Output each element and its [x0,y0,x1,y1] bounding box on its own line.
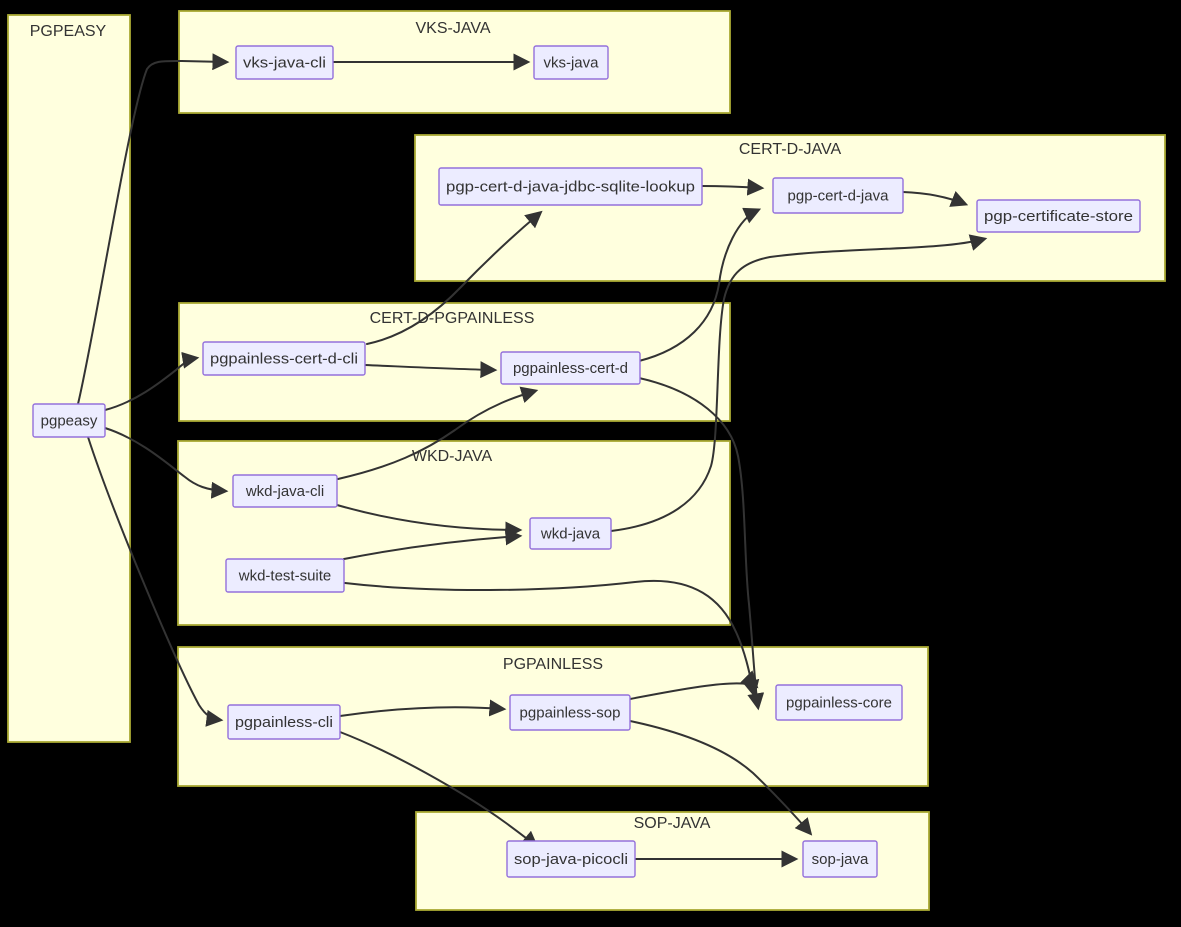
edge-pgpainless-cli--sop-java-picocli [339,731,539,849]
node-box-wkd-java [529,517,612,550]
node-label-vks-java: vks-java [543,55,599,72]
edge-pgp-cert-d-java-jdbc-sqlite-lookup--pgp-cert-d-java [701,178,765,196]
edge-pgpeasy--pgpainless-cert-d-cli [104,351,200,411]
node-label-sop-java: sop-java [812,851,869,868]
edge-wkd-java--pgp-certificate-store [610,234,988,532]
node-box-pgpainless-sop [509,694,631,731]
edge-pgpainless-sop--sop-java [629,720,813,836]
node-pgp-cert-d-java-jdbc-sqlite-lookup: pgp-cert-d-java-jdbc-sqlite-lookup [438,167,703,206]
node-label-pgp-cert-d-java-jdbc-sqlite-lookup: pgp-cert-d-java-jdbc-sqlite-lookup [446,179,695,196]
edge-pgpainless-cert-d--pgp-cert-d-java [638,207,762,362]
node-label-wkd-java: wkd-java [540,526,601,543]
subgraph-label-pgpeasy: PGPEASY [30,23,107,40]
node-box-sop-java [802,840,878,878]
node-label-pgpainless-core: pgpainless-core [786,695,892,712]
node-label-pgp-cert-d-java: pgp-cert-d-java [788,188,890,205]
node-wkd-java: wkd-java [529,517,612,550]
node-pgpainless-cert-d-cli: pgpainless-cert-d-cli [202,341,366,376]
node-pgpainless-cli: pgpainless-cli [227,704,341,740]
subgraph-label-pgpainless: PGPAINLESS [503,656,603,673]
node-pgpainless-core: pgpainless-core [775,684,903,721]
subgraph-label-sop-java: SOP-JAVA [634,815,711,832]
edge-pgpainless-cert-d-cli--pgpainless-cert-d [364,361,498,379]
node-label-pgpeasy: pgpeasy [41,413,98,430]
edge-pgpeasy--pgpainless-cli [87,436,224,727]
edge-wkd-test-suite--pgpainless-core [344,579,760,698]
node-sop-java-picocli: sop-java-picocli [506,840,636,878]
node-pgpeasy: pgpeasy [32,403,106,438]
node-pgp-certificate-store: pgp-certificate-store [976,199,1141,233]
edge-pgpeasy--vks-java-cli [77,53,230,405]
edge-pgp-cert-d-java--pgp-certificate-store [902,191,969,207]
node-box-wkd-java-cli [232,474,338,508]
node-box-pgpainless-cert-d [500,351,641,385]
node-box-pgp-cert-d-java [772,177,904,214]
subgraph-layer: PGPEASY VKS-JAVA CERT-D-JAVA CERT-D-PGPAINL… [7,10,1166,911]
node-label-pgpainless-cli: pgpainless-cli [235,714,333,731]
node-label-pgp-certificate-store: pgp-certificate-store [984,208,1133,225]
subgraph-label-cert-d-java: CERT-D-JAVA [739,141,842,158]
node-box-vks-java-cli [235,45,334,80]
subgraph-label-vks-java: VKS-JAVA [416,20,491,37]
node-sop-java: sop-java [802,840,878,878]
node-layer: pgpeasy vks-java-cli vks-java pgp-cert-d-ja… [32,45,1141,878]
subgraph-label-cert-d-pgpainless: CERT-D-PGPAINLESS [370,310,535,327]
node-label-pgpainless-cert-d-cli: pgpainless-cert-d-cli [210,351,358,368]
subgraph-pgpeasy: PGPEASY [7,14,131,743]
node-label-pgpainless-sop: pgpainless-sop [520,705,621,722]
edge-wkd-test-suite--wkd-java [343,528,523,560]
edge-pgpainless-cli--pgpainless-sop [339,699,507,717]
node-box-pgp-certificate-store [976,199,1141,233]
subgraph-box-pgpeasy [7,14,131,743]
edge-pgpeasy--wkd-java-cli [104,427,229,499]
subgraph-wkd-java: WKD-JAVA [177,440,731,626]
node-label-wkd-java-cli: wkd-java-cli [245,483,324,500]
node-box-sop-java-picocli [506,840,636,878]
node-box-pgpeasy [32,403,106,438]
edge-wkd-java-cli--pgpainless-cert-d [337,386,539,480]
node-label-sop-java-picocli: sop-java-picocli [514,851,628,868]
node-label-vks-java-cli: vks-java-cli [243,55,326,72]
subgraph-label-wkd-java: WKD-JAVA [412,448,493,465]
node-pgp-cert-d-java: pgp-cert-d-java [772,177,904,214]
node-box-wkd-test-suite [225,558,345,593]
node-vks-java: vks-java [533,45,609,80]
node-pgpainless-sop: pgpainless-sop [509,694,631,731]
node-wkd-java-cli: wkd-java-cli [232,474,338,508]
node-label-pgpainless-cert-d: pgpainless-cert-d [513,360,628,377]
node-box-pgpainless-cert-d-cli [202,341,366,376]
node-label-wkd-test-suite: wkd-test-suite [238,568,332,585]
node-box-pgp-cert-d-java-jdbc-sqlite-lookup [438,167,703,206]
node-box-pgpainless-cli [227,704,341,740]
edge-pgpainless-cert-d--pgpainless-core [638,377,765,711]
node-box-pgpainless-core [775,684,903,721]
edge-layer [77,53,988,868]
node-vks-java-cli: vks-java-cli [235,45,334,80]
node-box-vks-java [533,45,609,80]
node-pgpainless-cert-d: pgpainless-cert-d [500,351,641,385]
node-wkd-test-suite: wkd-test-suite [225,558,345,593]
edge-pgpainless-cert-d-cli--pgp-cert-d-java-jdbc-sqlite-lookup [366,210,543,345]
edge-pgpainless-sop--pgpainless-core [629,670,759,700]
edge-wkd-java-cli--wkd-java [336,504,523,539]
subgraph-box-wkd-java [177,440,731,626]
